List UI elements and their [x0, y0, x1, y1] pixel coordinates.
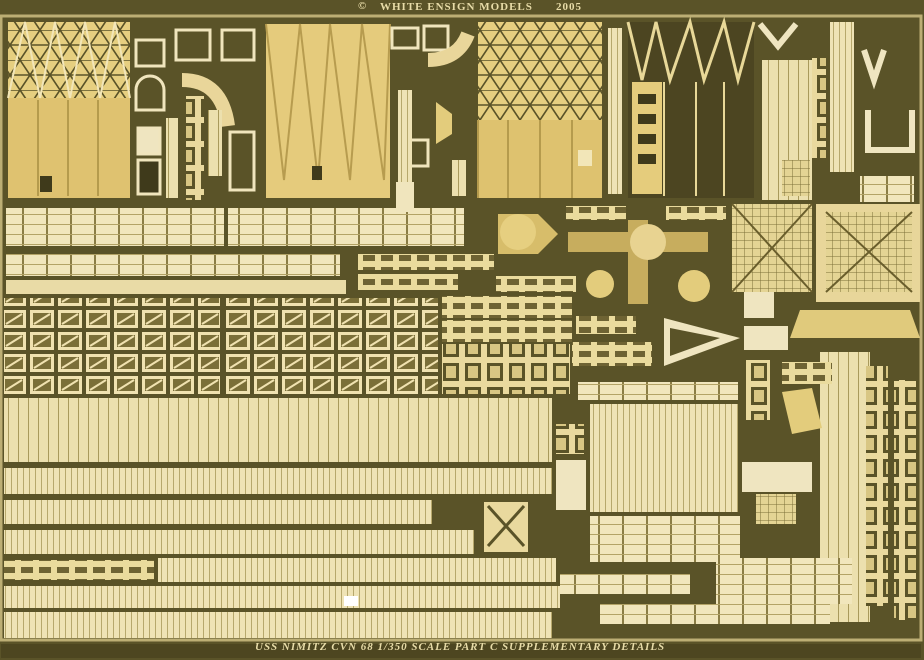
right-column — [716, 352, 916, 622]
copyright-mark: © — [358, 0, 368, 12]
lattice-group-3 — [477, 22, 602, 198]
fret-caption: USS NIMITZ CVN 68 1/350 SCALE PART C SUP… — [255, 641, 666, 653]
maker-label: WHITE ENSIGN MODELS — [380, 1, 533, 13]
centre-parts — [358, 206, 726, 304]
lattice-group-1 — [7, 21, 131, 198]
small-parts-top-right — [757, 22, 915, 202]
year-label: 2005 — [556, 1, 582, 13]
rail-strips — [6, 182, 464, 294]
lattice-group-2 — [265, 23, 391, 198]
pointed-parts — [664, 292, 788, 420]
hangar-parts — [556, 382, 740, 562]
panel-group-4 — [626, 16, 756, 198]
small-parts-top — [134, 24, 622, 200]
grid-panels — [731, 203, 920, 338]
slot-grid — [442, 296, 652, 394]
box-grid-centre — [224, 298, 438, 394]
hull-strips — [4, 468, 830, 638]
deck-panel — [4, 398, 552, 462]
box-grid-left — [4, 298, 220, 394]
